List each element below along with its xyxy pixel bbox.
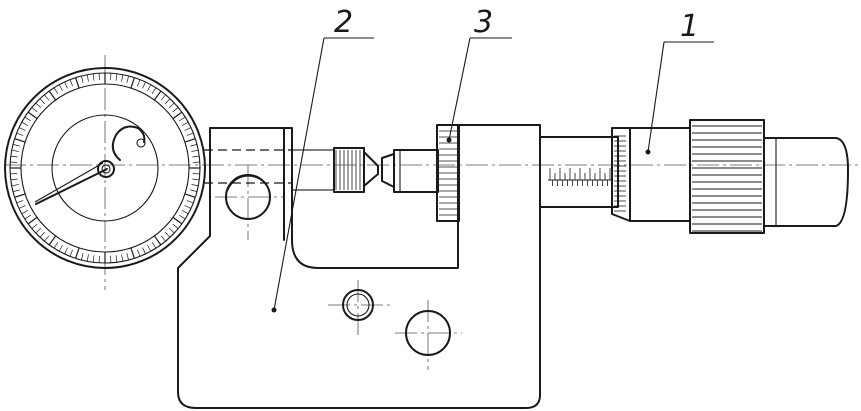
locking-nut — [436, 124, 460, 222]
callout-label-2: 2 — [334, 5, 353, 40]
callout-label-3: 3 — [474, 5, 493, 40]
callout-2: 2 — [271, 5, 374, 313]
frame-body — [177, 124, 541, 409]
frame-hole-small — [342, 289, 374, 321]
callout-label-1: 1 — [680, 9, 699, 44]
thimble-graduations — [614, 135, 626, 212]
spindle-face — [381, 149, 439, 193]
indicator-tip — [291, 147, 379, 193]
micrometer-sleeve — [539, 136, 619, 208]
dial-indicator — [4, 67, 210, 269]
frame-hole-upper — [225, 174, 271, 220]
dial-pointer — [35, 168, 108, 205]
ratchet-cap — [763, 137, 849, 227]
callout-1: 1 — [645, 9, 714, 155]
sleeve-scale — [549, 168, 613, 186]
micrometer-thimble — [611, 127, 691, 222]
tip-knurl — [335, 150, 361, 190]
dial-revolution-counter — [111, 125, 146, 161]
frame-bore-hidden-lines — [204, 149, 292, 184]
dial-scale-ticks — [10, 73, 200, 263]
frame-hole-large — [405, 310, 451, 356]
ratchet-knurl — [689, 119, 765, 234]
callout-3: 3 — [446, 5, 512, 143]
nut-knurl — [439, 130, 457, 216]
